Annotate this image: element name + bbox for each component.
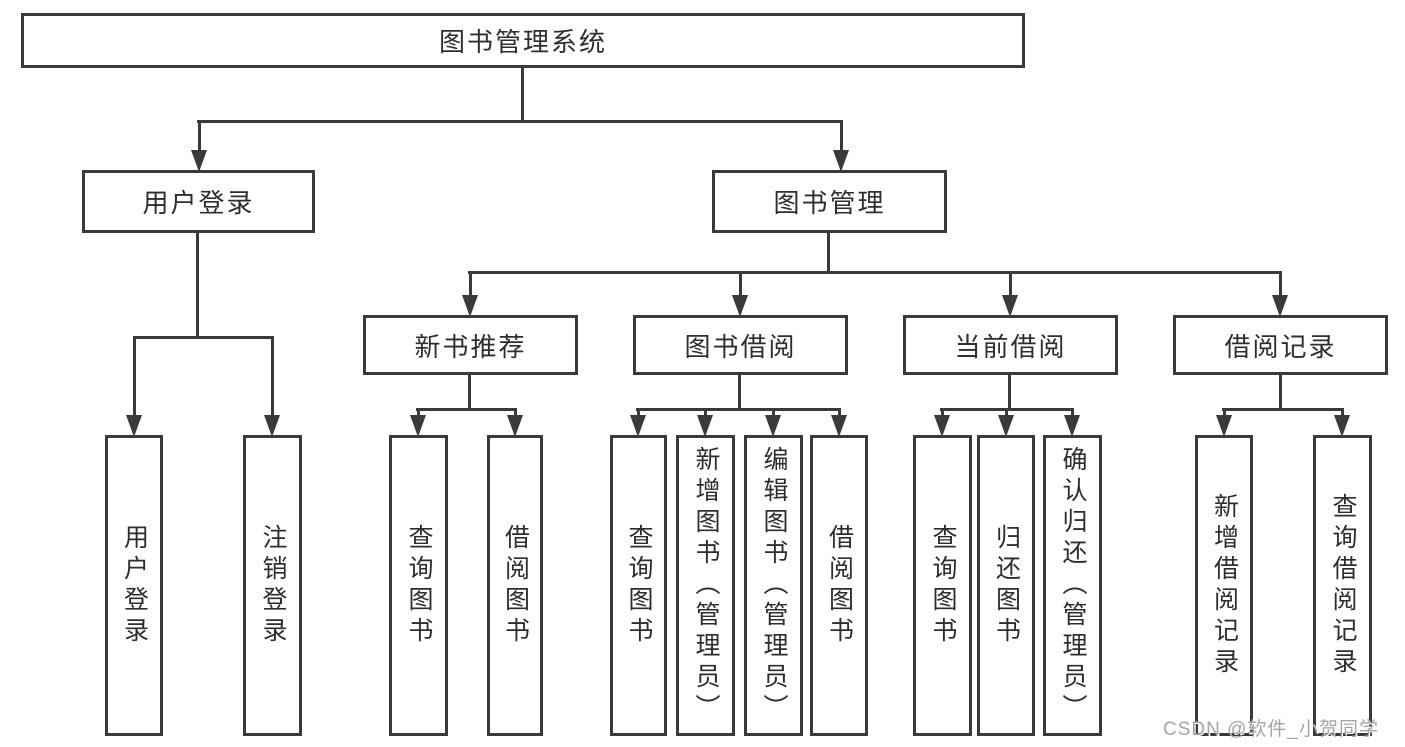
arrow-down-icon [507, 408, 523, 437]
node-book-management: 图书管理 [712, 170, 947, 233]
arrow-down-icon [1272, 271, 1288, 317]
node-user-login: 用户登录 [82, 170, 315, 233]
arrow-down-icon [191, 120, 207, 172]
arrow-down-icon [264, 336, 280, 437]
arrow-down-icon [1334, 408, 1350, 437]
connector-user-login-stem [196, 231, 199, 339]
node-leaf-add-borrow-record: 新增借阅记录 [1195, 435, 1253, 736]
arrow-down-icon [1064, 408, 1080, 437]
node-leaf-add-book-admin: 新增图书（管理员） [676, 435, 735, 736]
arrow-down-icon [462, 271, 478, 317]
arrow-down-icon [410, 408, 426, 437]
arrow-down-icon [833, 120, 849, 172]
watermark: CSDN @软件_小贺同学 [1163, 719, 1379, 740]
connector-user-login-branch [133, 336, 274, 339]
arrow-down-icon [934, 408, 950, 437]
node-leaf-borrow-books: 借阅图书 [810, 435, 868, 736]
node-leaf-return-books: 归还图书 [977, 435, 1035, 736]
node-borrow-records: 借阅记录 [1173, 315, 1388, 375]
arrow-down-icon [630, 408, 646, 437]
connector-recommend-branch [416, 408, 517, 411]
connector-current-stem [1008, 373, 1011, 411]
node-leaf-logout: 注销登录 [243, 435, 302, 736]
node-leaf-borrow-books-recommend: 借阅图书 [487, 435, 543, 736]
node-current-borrow: 当前借阅 [903, 315, 1118, 375]
node-root: 图书管理系统 [21, 13, 1025, 68]
connector-records-branch [1222, 408, 1344, 411]
node-leaf-confirm-return-admin: 确认归还（管理员） [1043, 435, 1102, 736]
node-leaf-query-books-recommend: 查询图书 [389, 435, 448, 736]
node-new-book-recommend: 新书推荐 [363, 315, 578, 375]
connector-borrow-stem [738, 373, 741, 411]
node-leaf-query-books-current: 查询图书 [913, 435, 972, 736]
node-leaf-query-books-borrow: 查询图书 [610, 435, 667, 736]
connector-book-management-stem [827, 231, 830, 274]
node-leaf-query-borrow-record: 查询借阅记录 [1313, 435, 1372, 736]
arrow-down-icon [765, 408, 781, 437]
connector-recommend-stem [468, 373, 471, 411]
arrow-down-icon [1002, 271, 1018, 317]
connector-root-stem [521, 66, 524, 123]
arrow-down-icon [697, 408, 713, 437]
arrow-down-icon [732, 271, 748, 317]
connector-book-management-branch [468, 271, 1282, 274]
node-leaf-user-login: 用户登录 [105, 435, 163, 736]
connector-root-branch [197, 120, 843, 123]
arrow-down-icon [1216, 408, 1232, 437]
arrow-down-icon [998, 408, 1014, 437]
connector-borrow-branch [636, 408, 841, 411]
arrow-down-icon [831, 408, 847, 437]
node-leaf-edit-book-admin: 编辑图书（管理员） [744, 435, 803, 736]
arrow-down-icon [126, 336, 142, 437]
connector-records-stem [1279, 373, 1282, 411]
node-book-borrow: 图书借阅 [633, 315, 848, 375]
